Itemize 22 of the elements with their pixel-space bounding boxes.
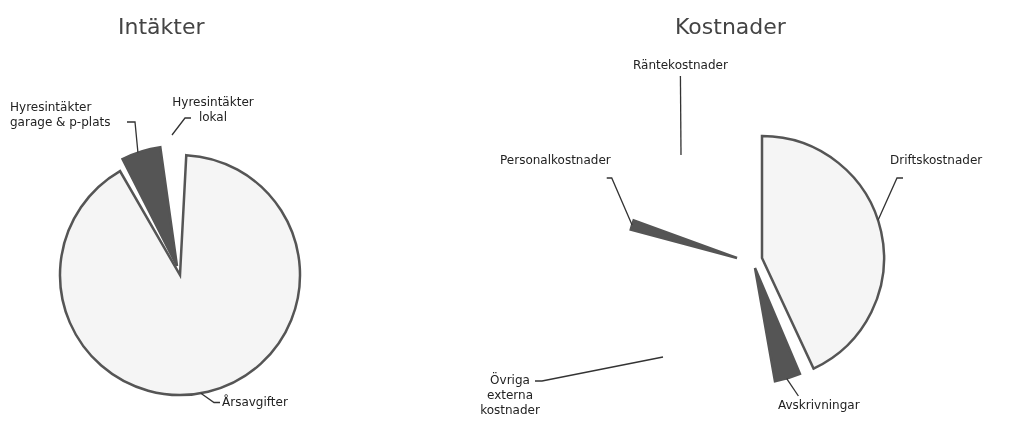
- slice-label: Räntekostnader: [633, 58, 728, 73]
- leader-line: [126, 121, 139, 154]
- slice-label: Övriga externa kostnader: [470, 373, 550, 418]
- chart-title: Intäkter: [118, 14, 205, 39]
- leader-line: [200, 392, 221, 404]
- leader-line: [786, 377, 800, 397]
- leader-line: [679, 75, 682, 156]
- slice-label: Hyresintäkter lokal: [168, 95, 258, 125]
- pie-slice: [121, 145, 179, 268]
- slice-label: Avskrivningar: [778, 398, 860, 413]
- chart-title: Kostnader: [675, 14, 786, 39]
- slice-label: Årsavgifter: [222, 395, 288, 410]
- leader-line: [606, 177, 633, 226]
- slice-label: Personalkostnader: [500, 153, 611, 168]
- leader-line: [534, 356, 664, 382]
- pie-slice: [629, 219, 739, 260]
- leader-line: [171, 117, 192, 136]
- slice-label: Driftskostnader: [890, 153, 983, 168]
- pie-slice: [753, 266, 802, 383]
- pie-slice: [760, 134, 886, 370]
- slice-label: Hyresintäkter garage & p-plats: [10, 100, 125, 130]
- leader-line: [877, 177, 904, 221]
